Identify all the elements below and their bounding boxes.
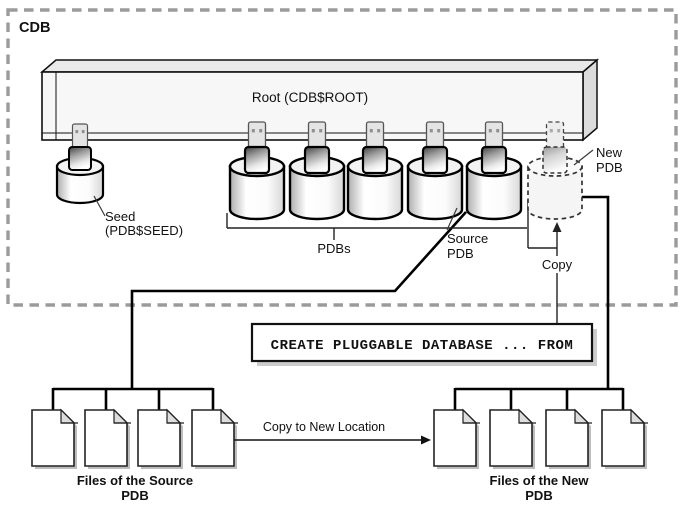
pdbs-bracket (226, 213, 527, 240)
source-pdb-label-line2: PDB (447, 246, 474, 261)
plug-icon (421, 120, 449, 175)
sql-statement-box: CREATE PLUGGABLE DATABASE ... FROM (250, 322, 597, 366)
copy-label: Copy (542, 257, 573, 272)
file-icon (489, 409, 537, 470)
right-arrowhead-icon (421, 435, 431, 445)
sql-statement-text: CREATE PLUGGABLE DATABASE ... FROM (271, 338, 574, 354)
copy-to-new-location-arrow (234, 435, 431, 445)
sql-box-frame (250, 322, 594, 363)
copy-to-new-location-label: Copy to New Location (263, 420, 385, 434)
copy-label-backdrop (535, 256, 580, 273)
seed-leader-line (93, 195, 106, 217)
file-icon (601, 409, 649, 470)
source-pdb-to-files-connector (130, 211, 467, 389)
new-pdb-label-line2: PDB (596, 160, 623, 175)
new-files-tree (453, 387, 625, 410)
seed-plug-icon (68, 123, 92, 171)
source-files-tree (51, 387, 215, 410)
new-pdb-label: New PDB (596, 145, 623, 175)
root-slab-side-face (582, 58, 598, 142)
files-source-label-line1: Files of the Source (77, 473, 193, 488)
seed-label-line1: Seed (105, 209, 135, 224)
source-pdb-label-line1: Source (447, 231, 488, 246)
files-new-label: Files of the New PDB (490, 473, 590, 503)
root-slab-top-face (39, 59, 600, 73)
file-icon (433, 409, 481, 470)
new-pdb-label-line1: New (596, 145, 623, 160)
files-source-label-line2: PDB (121, 488, 148, 503)
dashed-plug-icon (542, 121, 568, 174)
new-pdb-to-files-connector (579, 195, 610, 389)
plug-icon (303, 120, 331, 175)
file-icon (545, 409, 593, 470)
file-icon (137, 409, 185, 470)
copy-connector (527, 200, 558, 324)
plug-icon (480, 120, 508, 175)
source-pdb-label: Source PDB (447, 231, 488, 261)
files-new-label-line1: Files of the New (490, 473, 590, 488)
source-pdb-leader-line (446, 207, 458, 231)
cdb-boundary (6, 8, 678, 307)
copy-arrowhead-icon (552, 222, 562, 232)
seed-label-line2: (PDB$SEED) (105, 223, 183, 238)
file-icon (84, 409, 132, 470)
root-label: Root (CDB$ROOT) (252, 90, 368, 105)
files-new-label-line2: PDB (525, 488, 552, 503)
pdbs-label: PDBs (317, 241, 351, 256)
source-files-group (31, 409, 239, 470)
file-icon (31, 409, 79, 470)
plug-icon (361, 120, 389, 175)
seed-label: Seed (PDB$SEED) (105, 209, 183, 238)
file-icon (191, 409, 239, 470)
new-pdb-leader-line (573, 149, 594, 166)
new-files-group (433, 409, 649, 470)
plug-icon (243, 120, 271, 175)
cdb-label: CDB (19, 20, 50, 36)
files-source-label: Files of the Source PDB (77, 473, 193, 503)
